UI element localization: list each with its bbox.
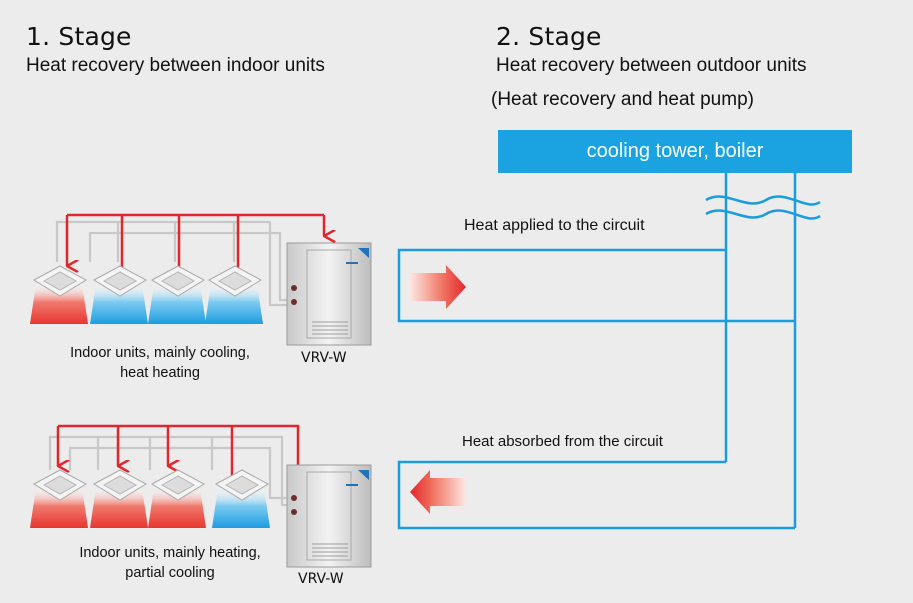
top-group-caption: Indoor units, mainly cooling, heat heati… — [40, 343, 280, 383]
top-gray-piping — [55, 220, 292, 307]
cassette-grille — [160, 475, 196, 495]
stage2-title: 2. Stage — [496, 22, 602, 51]
cooling-airflow — [148, 284, 206, 324]
bottom-vrv-logo-icon — [358, 470, 369, 480]
top-vrv-label: VRV-W — [301, 350, 347, 366]
bottom-indoor-unit — [148, 469, 206, 528]
top-vrv-unit — [286, 242, 372, 346]
bottom-vrv-unit — [286, 464, 372, 568]
bottom-caption-line2: partial cooling — [125, 565, 215, 581]
top-caption-line2: heat heating — [120, 365, 200, 381]
bottom-indoor-unit — [30, 469, 88, 528]
cassette-grille — [102, 475, 138, 495]
bottom-group-caption: Indoor units, mainly heating, partial co… — [40, 543, 300, 583]
top-vrv-logo-icon — [358, 248, 369, 258]
stage2-subtitle-note: (Heat recovery and heat pump) — [491, 89, 754, 110]
cassette-grille — [217, 271, 253, 291]
heat-absorbed-label: Heat absorbed from the circuit — [462, 433, 663, 450]
stage1-title: 1. Stage — [26, 22, 132, 51]
cooling-airflow — [90, 284, 148, 324]
cassette-grille — [224, 475, 260, 495]
top-indoor-unit — [205, 265, 263, 324]
bottom-vrv-label: VRV-W — [298, 571, 344, 587]
heating-airflow — [148, 488, 206, 528]
stage2-subtitle: Heat recovery between outdoor units — [496, 55, 807, 76]
top-caption-line1: Indoor units, mainly cooling, — [70, 345, 250, 361]
heating-airflow — [90, 488, 148, 528]
circuit-bottom-loop — [397, 460, 795, 530]
bottom-indoor-unit — [90, 469, 148, 528]
heating-airflow — [30, 488, 88, 528]
cooling-tower-box: cooling tower, boiler — [498, 130, 852, 173]
cassette-grille — [42, 475, 78, 495]
cassette-grille — [42, 271, 78, 291]
top-indoor-unit — [30, 265, 88, 324]
heat-applied-arrow-icon — [410, 265, 466, 309]
heating-airflow — [30, 284, 88, 324]
cooling-airflow — [212, 488, 270, 528]
bottom-red-piping — [56, 424, 300, 480]
top-indoor-units — [30, 265, 263, 324]
top-indoor-unit — [148, 265, 206, 324]
heat-absorbed-arrow-icon — [410, 470, 466, 514]
water-circuit — [397, 173, 797, 530]
stage1-subtitle: Heat recovery between indoor units — [26, 55, 325, 76]
bottom-indoor-units — [30, 469, 270, 528]
bottom-caption-line1: Indoor units, mainly heating, — [79, 545, 261, 561]
cassette-grille — [102, 271, 138, 291]
bottom-gray-piping — [48, 435, 292, 507]
cassette-grille — [160, 271, 196, 291]
top-red-piping — [65, 213, 324, 268]
circuit-top-loop — [397, 248, 795, 323]
bottom-indoor-unit — [212, 469, 270, 528]
cooling-tower-label: cooling tower, boiler — [586, 140, 764, 162]
cooling-airflow — [205, 284, 263, 324]
heat-applied-label: Heat applied to the circuit — [464, 217, 645, 234]
pipe-break-icon — [705, 195, 821, 220]
top-indoor-unit — [90, 265, 148, 324]
